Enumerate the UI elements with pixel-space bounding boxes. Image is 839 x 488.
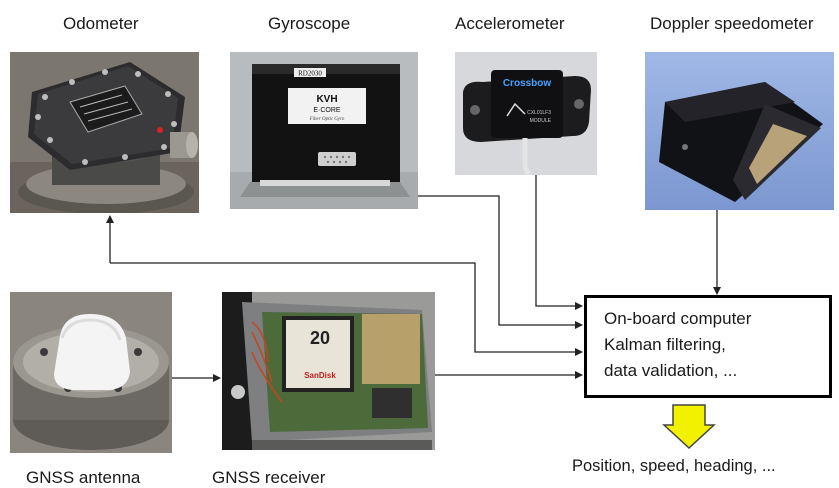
gnss-antenna-photo bbox=[10, 292, 172, 453]
accelerometer-to-computer-arrow bbox=[535, 175, 583, 310]
computer-line-3: data validation, ... bbox=[604, 361, 738, 380]
odometer-label: Odometer bbox=[63, 14, 139, 33]
odometer-to-computer-arrow bbox=[110, 262, 583, 356]
odometer-photo bbox=[10, 52, 199, 213]
gnss-antenna-label: GNSS antenna bbox=[26, 468, 141, 487]
gyroscope-photo: RD2030 KVH E·CORE Fiber Optic Gyro bbox=[230, 52, 418, 209]
onboard-computer-box: On-board computer Kalman filtering, data… bbox=[584, 295, 832, 398]
gyroscope-model: E·CORE bbox=[313, 107, 341, 114]
output-arrow-icon bbox=[662, 404, 716, 450]
gyroscope-label: Gyroscope bbox=[268, 14, 351, 33]
accelerometer-brand: Crossbow bbox=[503, 78, 552, 89]
doppler-label: Doppler speedometer bbox=[650, 14, 814, 33]
gyroscope-to-computer-arrow bbox=[418, 195, 583, 329]
gyroscope-subtitle: Fiber Optic Gyro bbox=[309, 117, 345, 122]
doppler-photo bbox=[645, 52, 834, 210]
sd-card-brand: SanDisk bbox=[304, 371, 336, 380]
output-label: Position, speed, heading, ... bbox=[572, 457, 776, 475]
gnss-sd-card: 20 SanDisk bbox=[282, 316, 354, 392]
gyroscope-brand: KVH bbox=[316, 94, 337, 105]
accelerometer-model: CXL01LF3 bbox=[527, 110, 551, 116]
accelerometer-label: Accelerometer bbox=[455, 14, 565, 33]
accelerometer-photo: Crossbow CXL01LF3 MODULE bbox=[455, 52, 597, 175]
sd-card-capacity: 20 bbox=[310, 328, 330, 348]
odometer-nameplate bbox=[69, 85, 143, 133]
computer-line-1: On-board computer bbox=[604, 309, 752, 328]
gyroscope-tag: RD2030 bbox=[298, 70, 322, 78]
computer-line-2: Kalman filtering, bbox=[604, 335, 726, 354]
gnss-receiver-label: GNSS receiver bbox=[212, 468, 326, 487]
accelerometer-module: MODULE bbox=[530, 118, 552, 124]
gnss-receiver-photo: 20 SanDisk bbox=[222, 292, 435, 450]
